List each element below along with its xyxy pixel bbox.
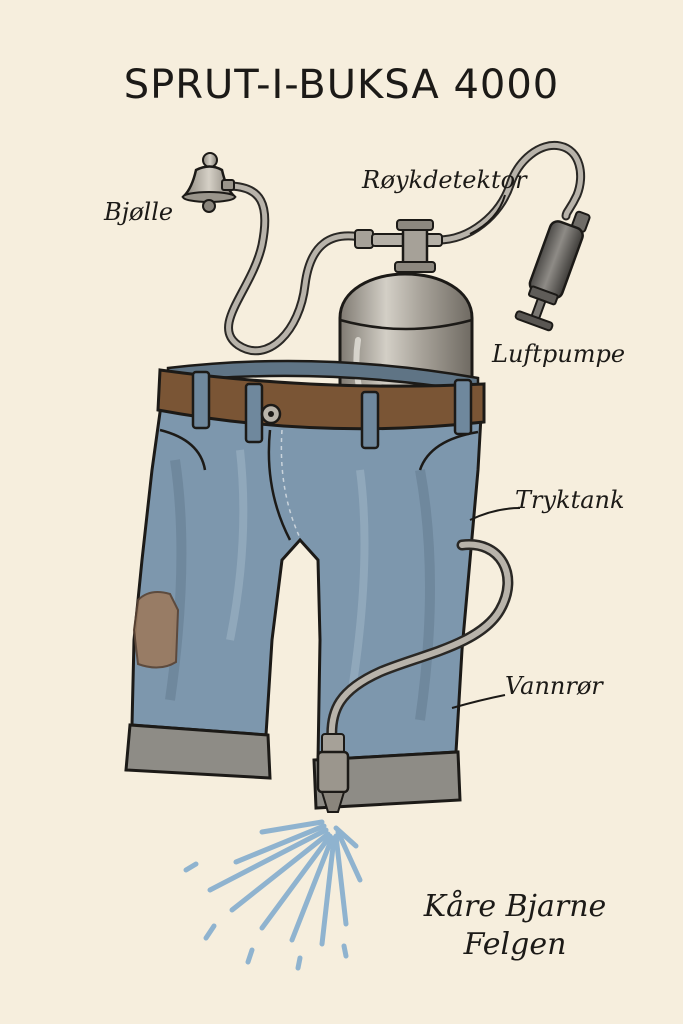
- bell-icon: [180, 152, 238, 213]
- label-pressure-tank: Tryktank: [515, 486, 625, 514]
- label-bell: Bjølle: [104, 198, 174, 226]
- page-title: SPRUT-I-BUKSA 4000: [123, 62, 560, 108]
- label-water-hose: Vannrør: [505, 672, 603, 700]
- tank-valve: [354, 219, 443, 273]
- water-spray: [183, 819, 363, 971]
- air-pump-icon: [514, 210, 591, 332]
- jeans-drawing: [124, 359, 486, 810]
- water-hose: [316, 539, 514, 813]
- bell-hose: [223, 181, 370, 356]
- author-line-2: Felgen: [463, 927, 567, 962]
- label-smoke-detector: Røykdetektor: [362, 166, 527, 194]
- pump-hose: [433, 140, 586, 245]
- label-air-pump: Luftpumpe: [492, 340, 626, 368]
- leader-lines: [451, 194, 521, 709]
- author-line-1: Kåre Bjarne: [423, 889, 607, 924]
- author-signature: Kåre Bjarne Felgen: [400, 888, 630, 964]
